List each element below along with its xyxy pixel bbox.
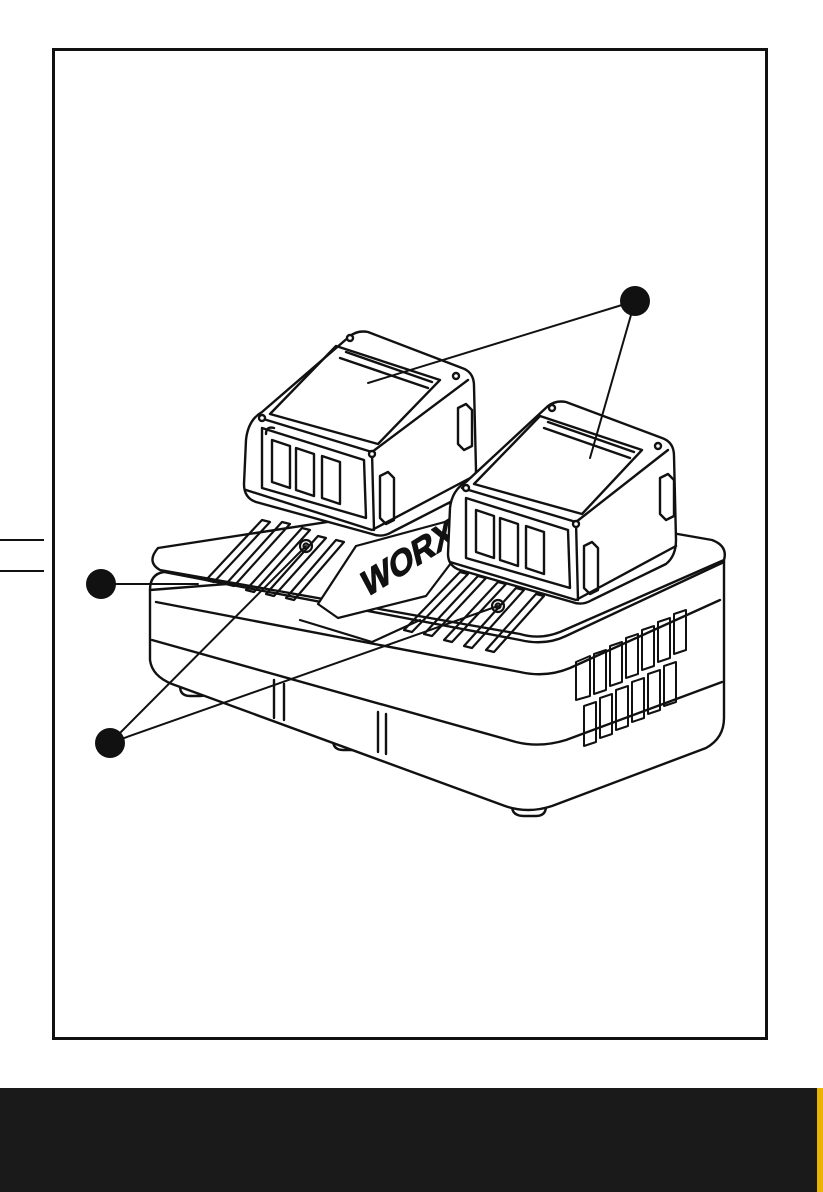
footer-accent-edge: [817, 1088, 823, 1192]
battery-right: [448, 402, 676, 604]
battery-left: [244, 332, 476, 536]
callout-dot-icon: [86, 569, 116, 599]
callout-dot-icon: [620, 286, 650, 316]
footer-band: [0, 1088, 823, 1192]
callout-dot-icon: [95, 728, 125, 758]
